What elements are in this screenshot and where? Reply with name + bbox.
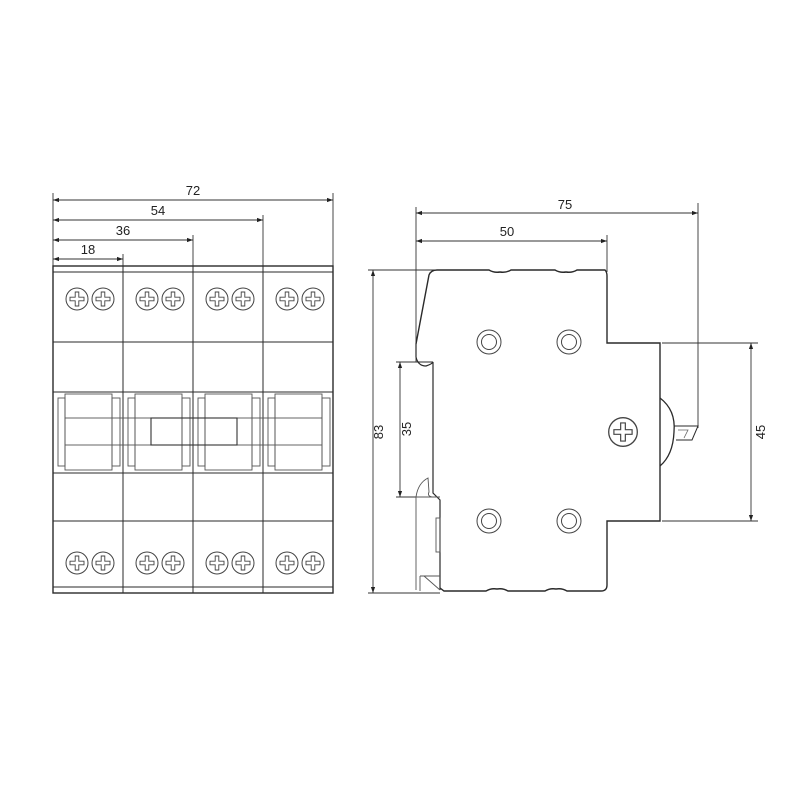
screw-icon [91, 551, 115, 575]
dim-width-54: 54 [151, 203, 165, 218]
screw-icon [205, 287, 229, 311]
rivet-icon [556, 508, 582, 534]
front-levers [57, 393, 331, 471]
screw-icon [231, 551, 255, 575]
side-view: 75 50 83 35 45 [368, 197, 768, 594]
screw-icon [65, 287, 89, 311]
rivet-icon [556, 329, 582, 355]
side-lever [659, 397, 699, 467]
screw-icon [205, 551, 229, 575]
screw-icon [608, 417, 638, 447]
dim-height-83: 83 [371, 425, 386, 439]
front-dimensions [52, 193, 334, 266]
dim-width-72: 72 [186, 183, 200, 198]
screw-icon [161, 287, 185, 311]
top-terminal-screws [65, 287, 325, 311]
rivet-icon [476, 508, 502, 534]
dim-width-36: 36 [116, 223, 130, 238]
side-rivets [476, 329, 582, 534]
screw-icon [231, 287, 255, 311]
screw-icon [135, 551, 159, 575]
din-latch [415, 477, 441, 591]
front-view: 72 54 36 18 [52, 183, 334, 594]
dim-depth-50: 50 [500, 224, 514, 239]
screw-icon [161, 551, 185, 575]
side-dimensions-horizontal [415, 203, 699, 428]
screw-icon [301, 287, 325, 311]
dim-width-18: 18 [81, 242, 95, 257]
side-screw [608, 417, 638, 447]
side-dimensions-vertical [368, 269, 758, 594]
screw-icon [65, 551, 89, 575]
screw-icon [275, 551, 299, 575]
screw-icon [301, 551, 325, 575]
screw-icon [91, 287, 115, 311]
din-clip-upper [415, 344, 441, 590]
dim-depth-75: 75 [558, 197, 572, 212]
dim-rail-35: 35 [399, 422, 414, 436]
dim-front-45: 45 [753, 425, 768, 439]
screw-icon [135, 287, 159, 311]
side-body-outline [415, 269, 661, 592]
screw-icon [275, 287, 299, 311]
rivet-icon [476, 329, 502, 355]
front-body [52, 265, 334, 594]
bottom-terminal-screws [65, 551, 325, 575]
